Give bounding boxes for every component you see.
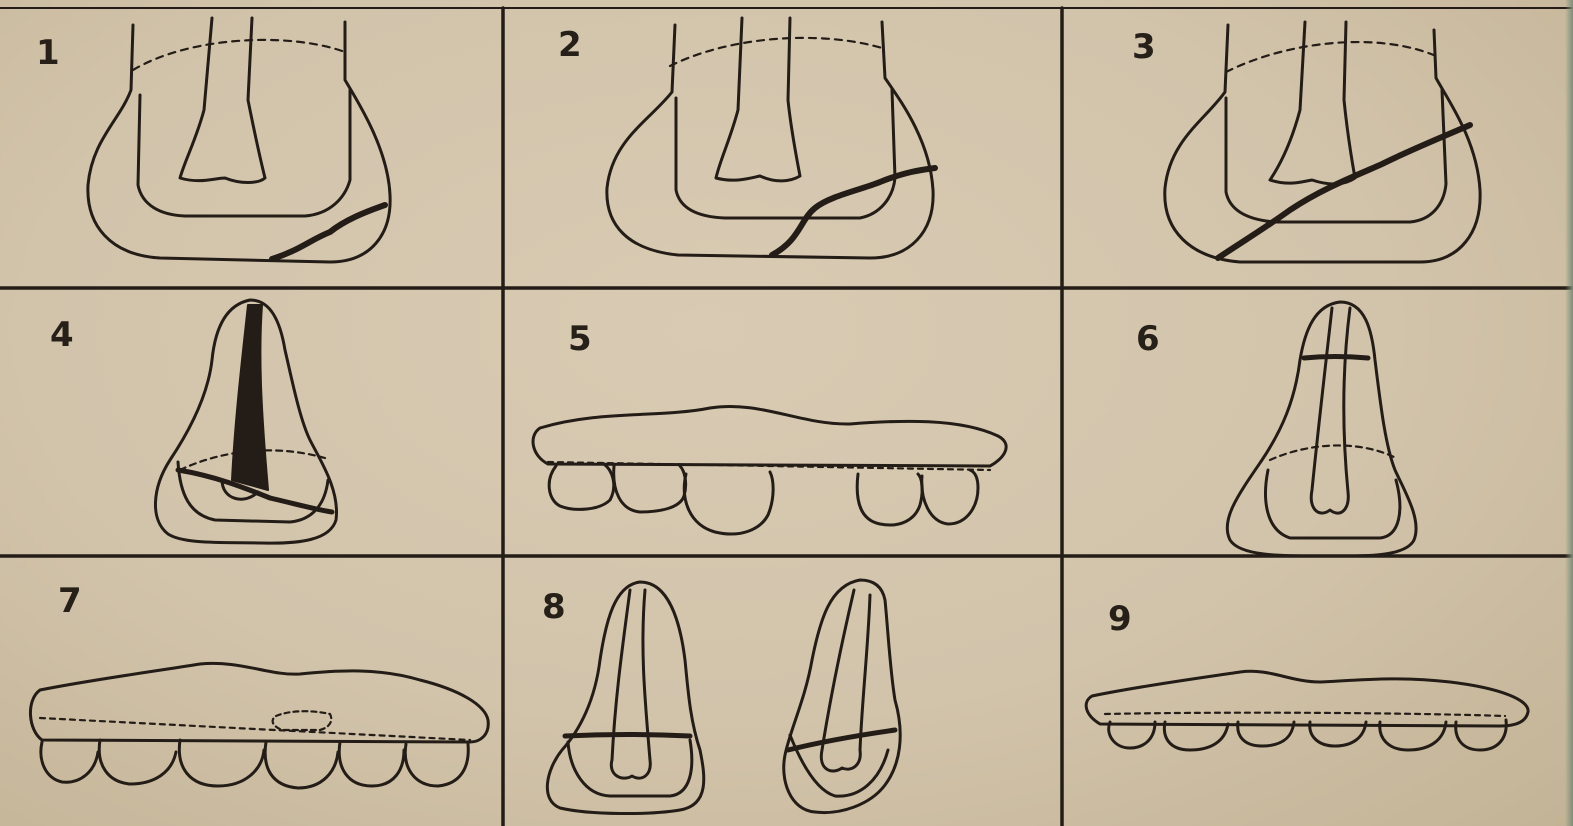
panel-9-number: 9 [1108, 602, 1132, 636]
panel-4-tooth-drawing [155, 300, 336, 543]
panel-9-arch-drawing [1086, 671, 1528, 750]
panel-4-number: 4 [50, 318, 74, 352]
panel-6-tooth-drawing [1227, 302, 1416, 556]
right-edge-shadow [1565, 0, 1573, 826]
panel-3-number: 3 [1132, 30, 1156, 64]
panel-8-number: 8 [542, 590, 566, 624]
panel-5-arch-drawing [533, 406, 1006, 534]
panel-2-tooth-drawing [607, 18, 935, 258]
panel-2-number: 2 [558, 28, 582, 62]
panel-1-tooth-drawing [88, 18, 390, 262]
panel-5-number: 5 [568, 322, 592, 356]
panel-7-number: 7 [58, 584, 82, 618]
panel-7-arch-drawing [30, 663, 488, 788]
panel-8-tooth-pair-drawing [547, 580, 900, 814]
panel-3-tooth-drawing [1165, 22, 1480, 262]
panel-1-number: 1 [36, 36, 60, 70]
panel-6-number: 6 [1136, 322, 1160, 356]
